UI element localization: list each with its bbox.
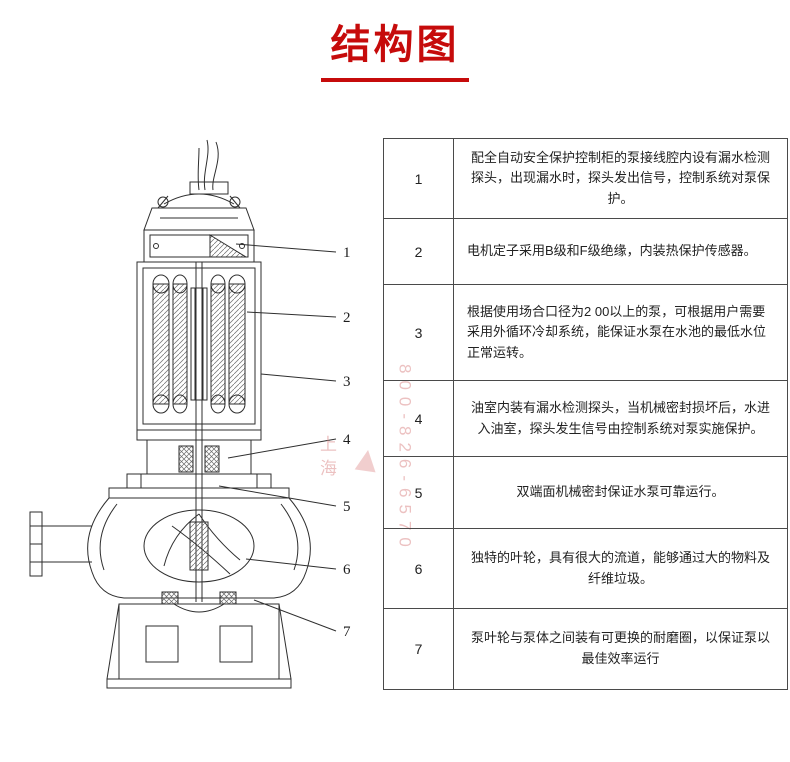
power-cables (189, 139, 229, 195)
table-row: 3 根据使用场合口径为2 00以上的泵，可根据用户需要采用外循环冷却系统，能保证… (383, 284, 788, 381)
leader-lines (218, 243, 337, 632)
table-row: 2 电机定子采用B级和F级绝缘，内装热保护传感器。 (383, 218, 788, 285)
part-description: 配全自动安全保护控制柜的泵接线腔内设有漏水检测探头，出现漏水时，探头发出信号，控… (453, 138, 788, 219)
table-row: 4 油室内装有漏水检测探头，当机械密封损坏后，水进入油室，探头发生信号由控制系统… (383, 380, 788, 457)
table-row: 7 泵叶轮与泵体之间装有可更换的耐磨圈，以保证泵以最佳效率运行 (383, 608, 788, 690)
table-row: 6 独特的叶轮，具有很大的流道，能够通过大的物料及纤维垃圾。 (383, 528, 788, 609)
part-number: 4 (383, 380, 454, 457)
impeller (143, 509, 255, 583)
callout-7: 7 (343, 624, 351, 640)
part-description: 油室内装有漏水检测探头，当机械密封损坏后，水进入油室，探头发生信号由控制系统对泵… (453, 380, 788, 457)
page-header: 结构图 (0, 12, 790, 82)
table-row: 1 配全自动安全保护控制柜的泵接线腔内设有漏水检测探头，出现漏水时，探头发出信号… (383, 138, 788, 219)
pump-cross-section-drawing: 1 2 3 4 5 6 7 (29, 139, 351, 689)
callout-numbers: 1 2 3 4 5 6 7 (343, 245, 351, 640)
callout-3: 3 (343, 374, 351, 390)
part-number: 5 (383, 456, 454, 529)
top-cap (143, 207, 255, 231)
part-description: 泵叶轮与泵体之间装有可更换的耐磨圈，以保证泵以最佳效率运行 (453, 608, 788, 690)
oil-chamber (146, 439, 252, 475)
parts-table: 1 配全自动安全保护控制柜的泵接线腔内设有漏水检测探头，出现漏水时，探头发出信号… (383, 138, 788, 690)
callout-5: 5 (343, 499, 351, 515)
callout-2: 2 (343, 310, 351, 326)
table-row: 5 双端面机械密封保证水泵可靠运行。 (383, 456, 788, 529)
callout-4: 4 (343, 432, 351, 448)
callout-6: 6 (343, 562, 351, 578)
title-underline (321, 78, 469, 82)
base-stand (106, 603, 292, 689)
wear-ring (161, 591, 237, 613)
part-description: 独特的叶轮，具有很大的流道，能够通过大的物料及纤维垃圾。 (453, 528, 788, 609)
pump-structure-diagram: 1 2 3 4 5 6 7 800-826-6570 ▲ 上海 (14, 134, 415, 716)
discharge-flange (29, 511, 92, 577)
part-number: 6 (383, 528, 454, 609)
part-description: 根据使用场合口径为2 00以上的泵，可根据用户需要采用外循环冷却系统，能保证水泵… (453, 284, 788, 381)
part-description: 双端面机械密封保证水泵可靠运行。 (453, 456, 788, 529)
terminal-box (143, 229, 255, 263)
lifting-handle (157, 193, 241, 209)
callout-1: 1 (343, 245, 351, 261)
part-number: 1 (383, 138, 454, 219)
volute-casing (87, 497, 311, 599)
part-description: 电机定子采用B级和F级绝缘，内装热保护传感器。 (453, 218, 788, 285)
motor-flange (136, 429, 262, 441)
mechanical-seal (108, 473, 290, 499)
page-title: 结构图 (330, 23, 460, 67)
part-number: 3 (383, 284, 454, 381)
part-number: 2 (383, 218, 454, 285)
motor-stator (136, 261, 262, 431)
part-number: 7 (383, 608, 454, 690)
